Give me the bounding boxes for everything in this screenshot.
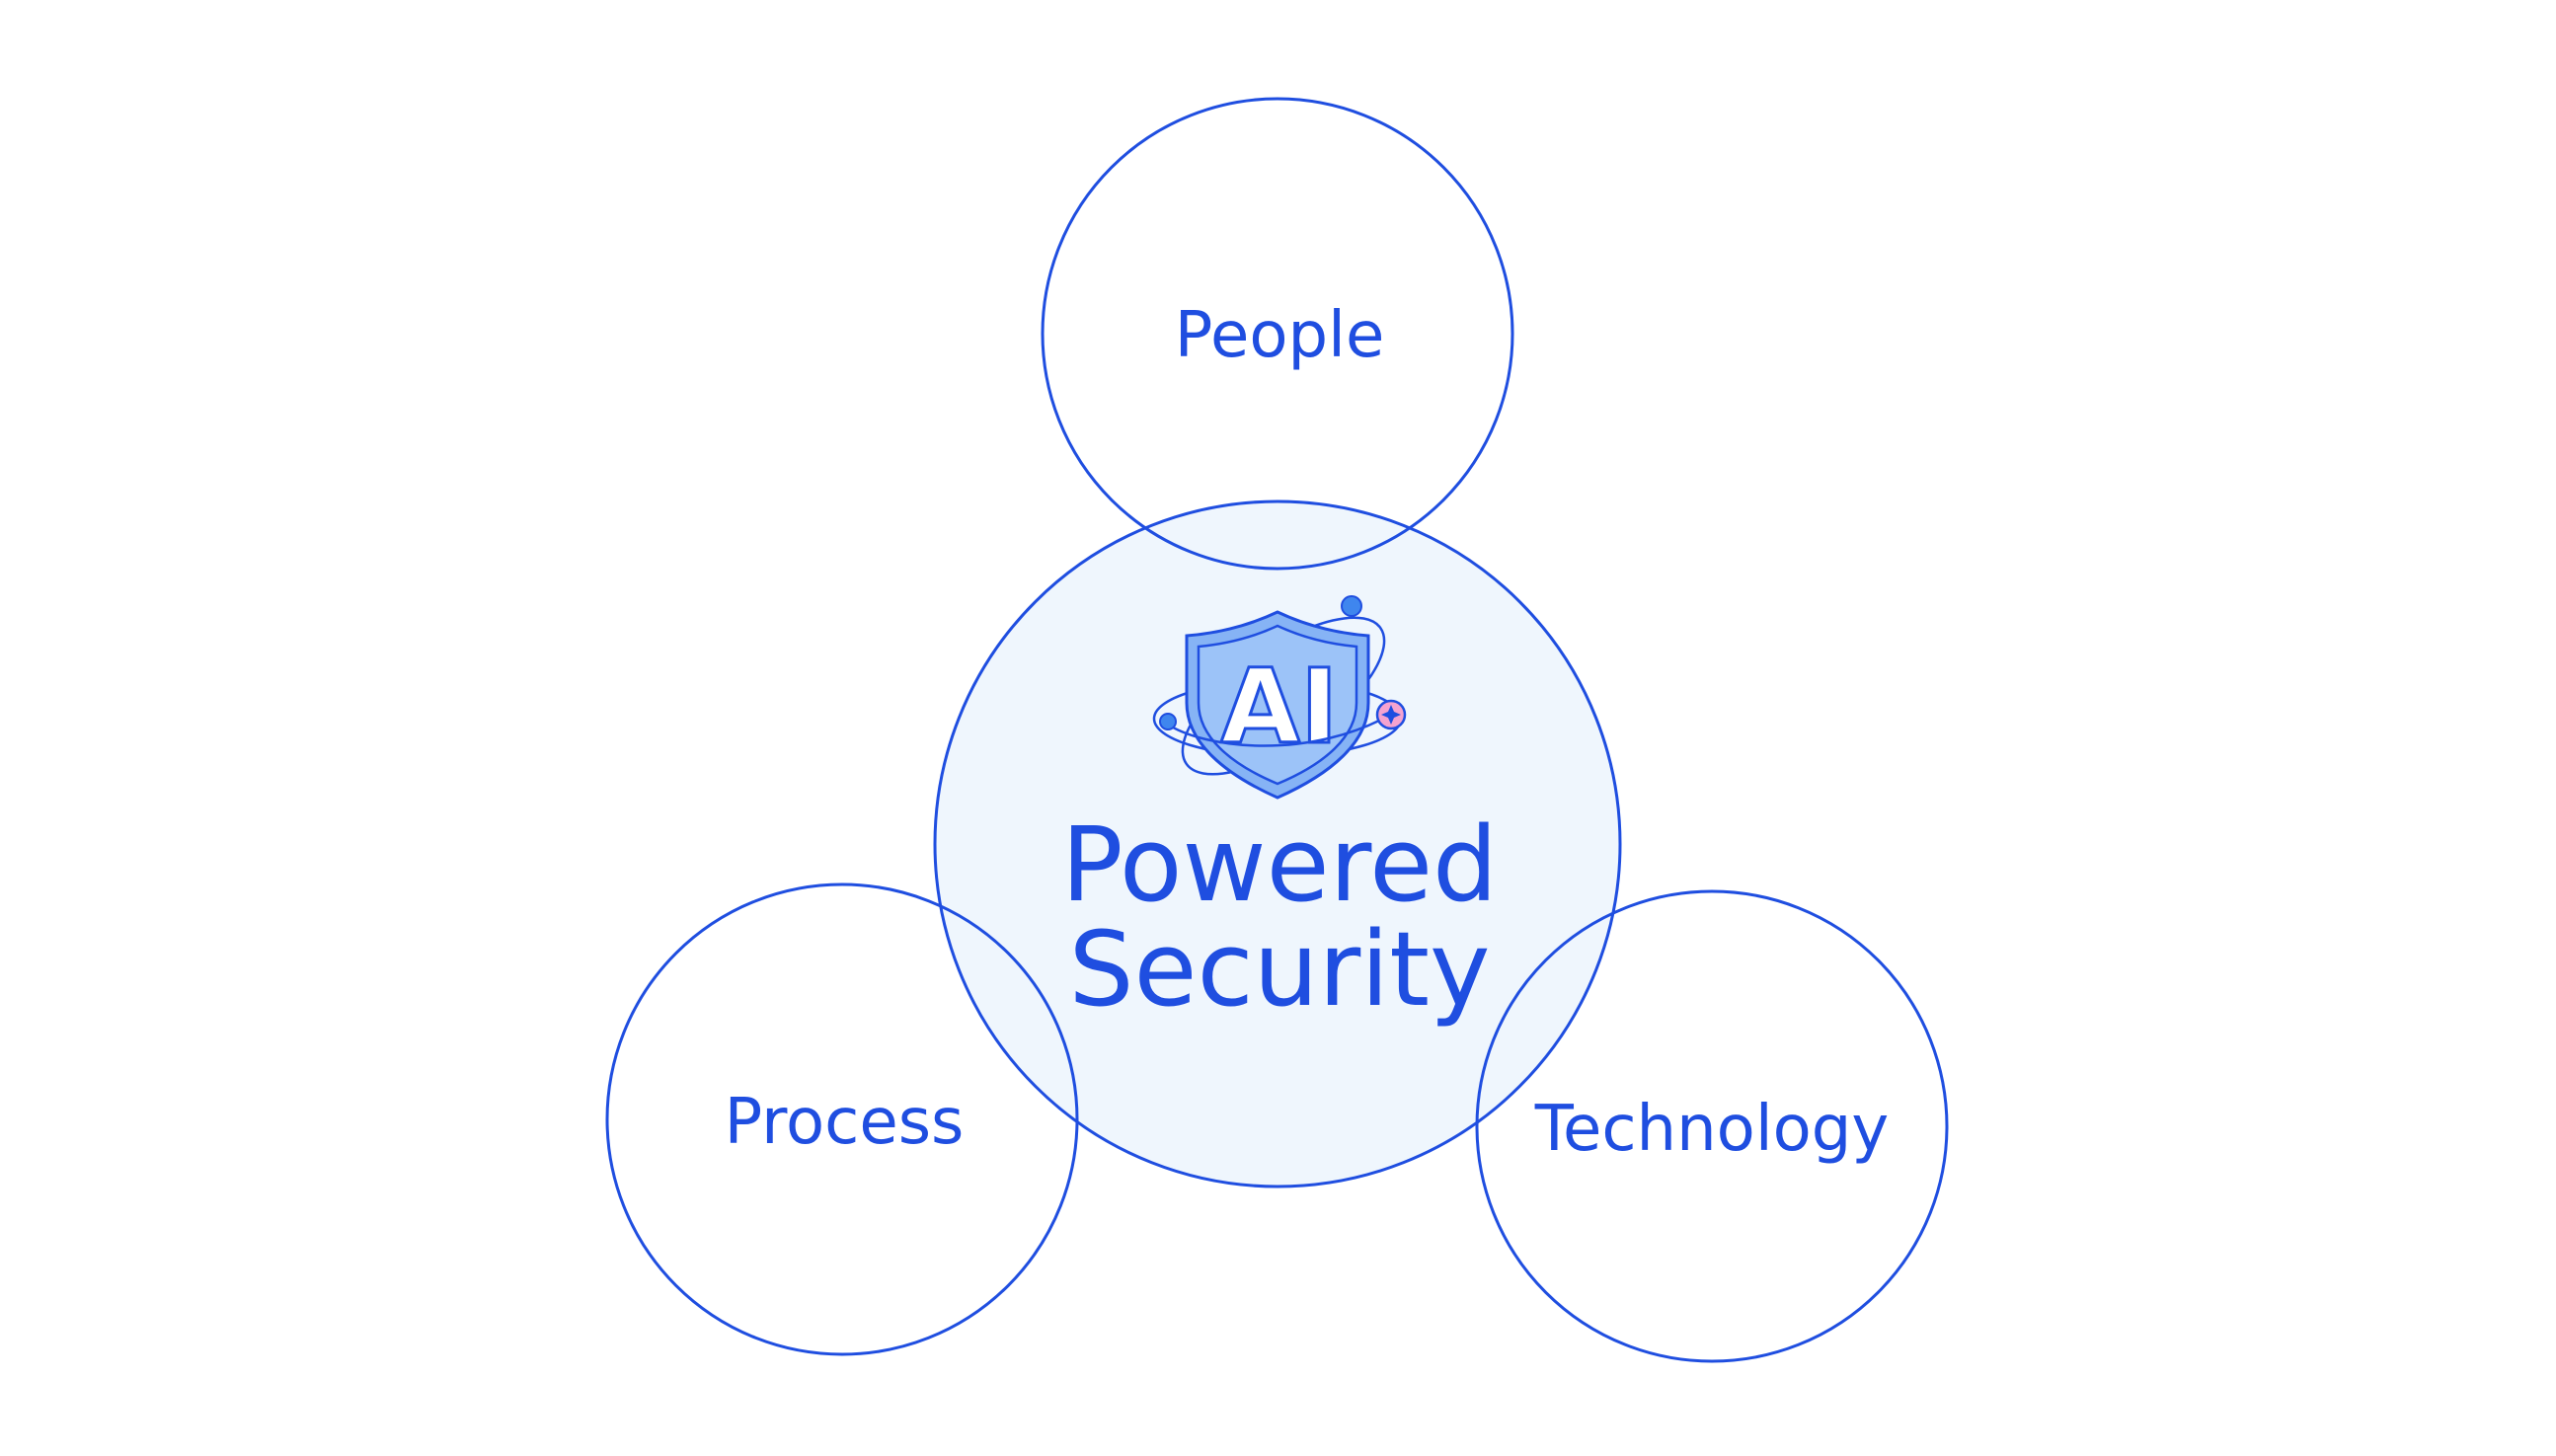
center-title-line2: Security — [1068, 909, 1490, 1030]
people-label: People — [1175, 299, 1385, 372]
orbit-front-arc — [1164, 711, 1395, 747]
people-circle — [1041, 97, 1514, 571]
technology-circle — [1475, 889, 1949, 1363]
center-title-line1: Powered — [1061, 805, 1498, 925]
orbit-node-top — [1341, 595, 1362, 617]
sparkle-icon — [1375, 699, 1407, 730]
technology-label: Technology — [1534, 1093, 1890, 1166]
ai-shield-icon: AI — [1152, 595, 1407, 800]
process-circle — [605, 882, 1079, 1356]
process-label: Process — [725, 1086, 965, 1159]
ai-badge-text: AI — [1220, 647, 1338, 767]
center-circle — [933, 499, 1622, 1188]
orbit-node-left — [1159, 713, 1177, 730]
